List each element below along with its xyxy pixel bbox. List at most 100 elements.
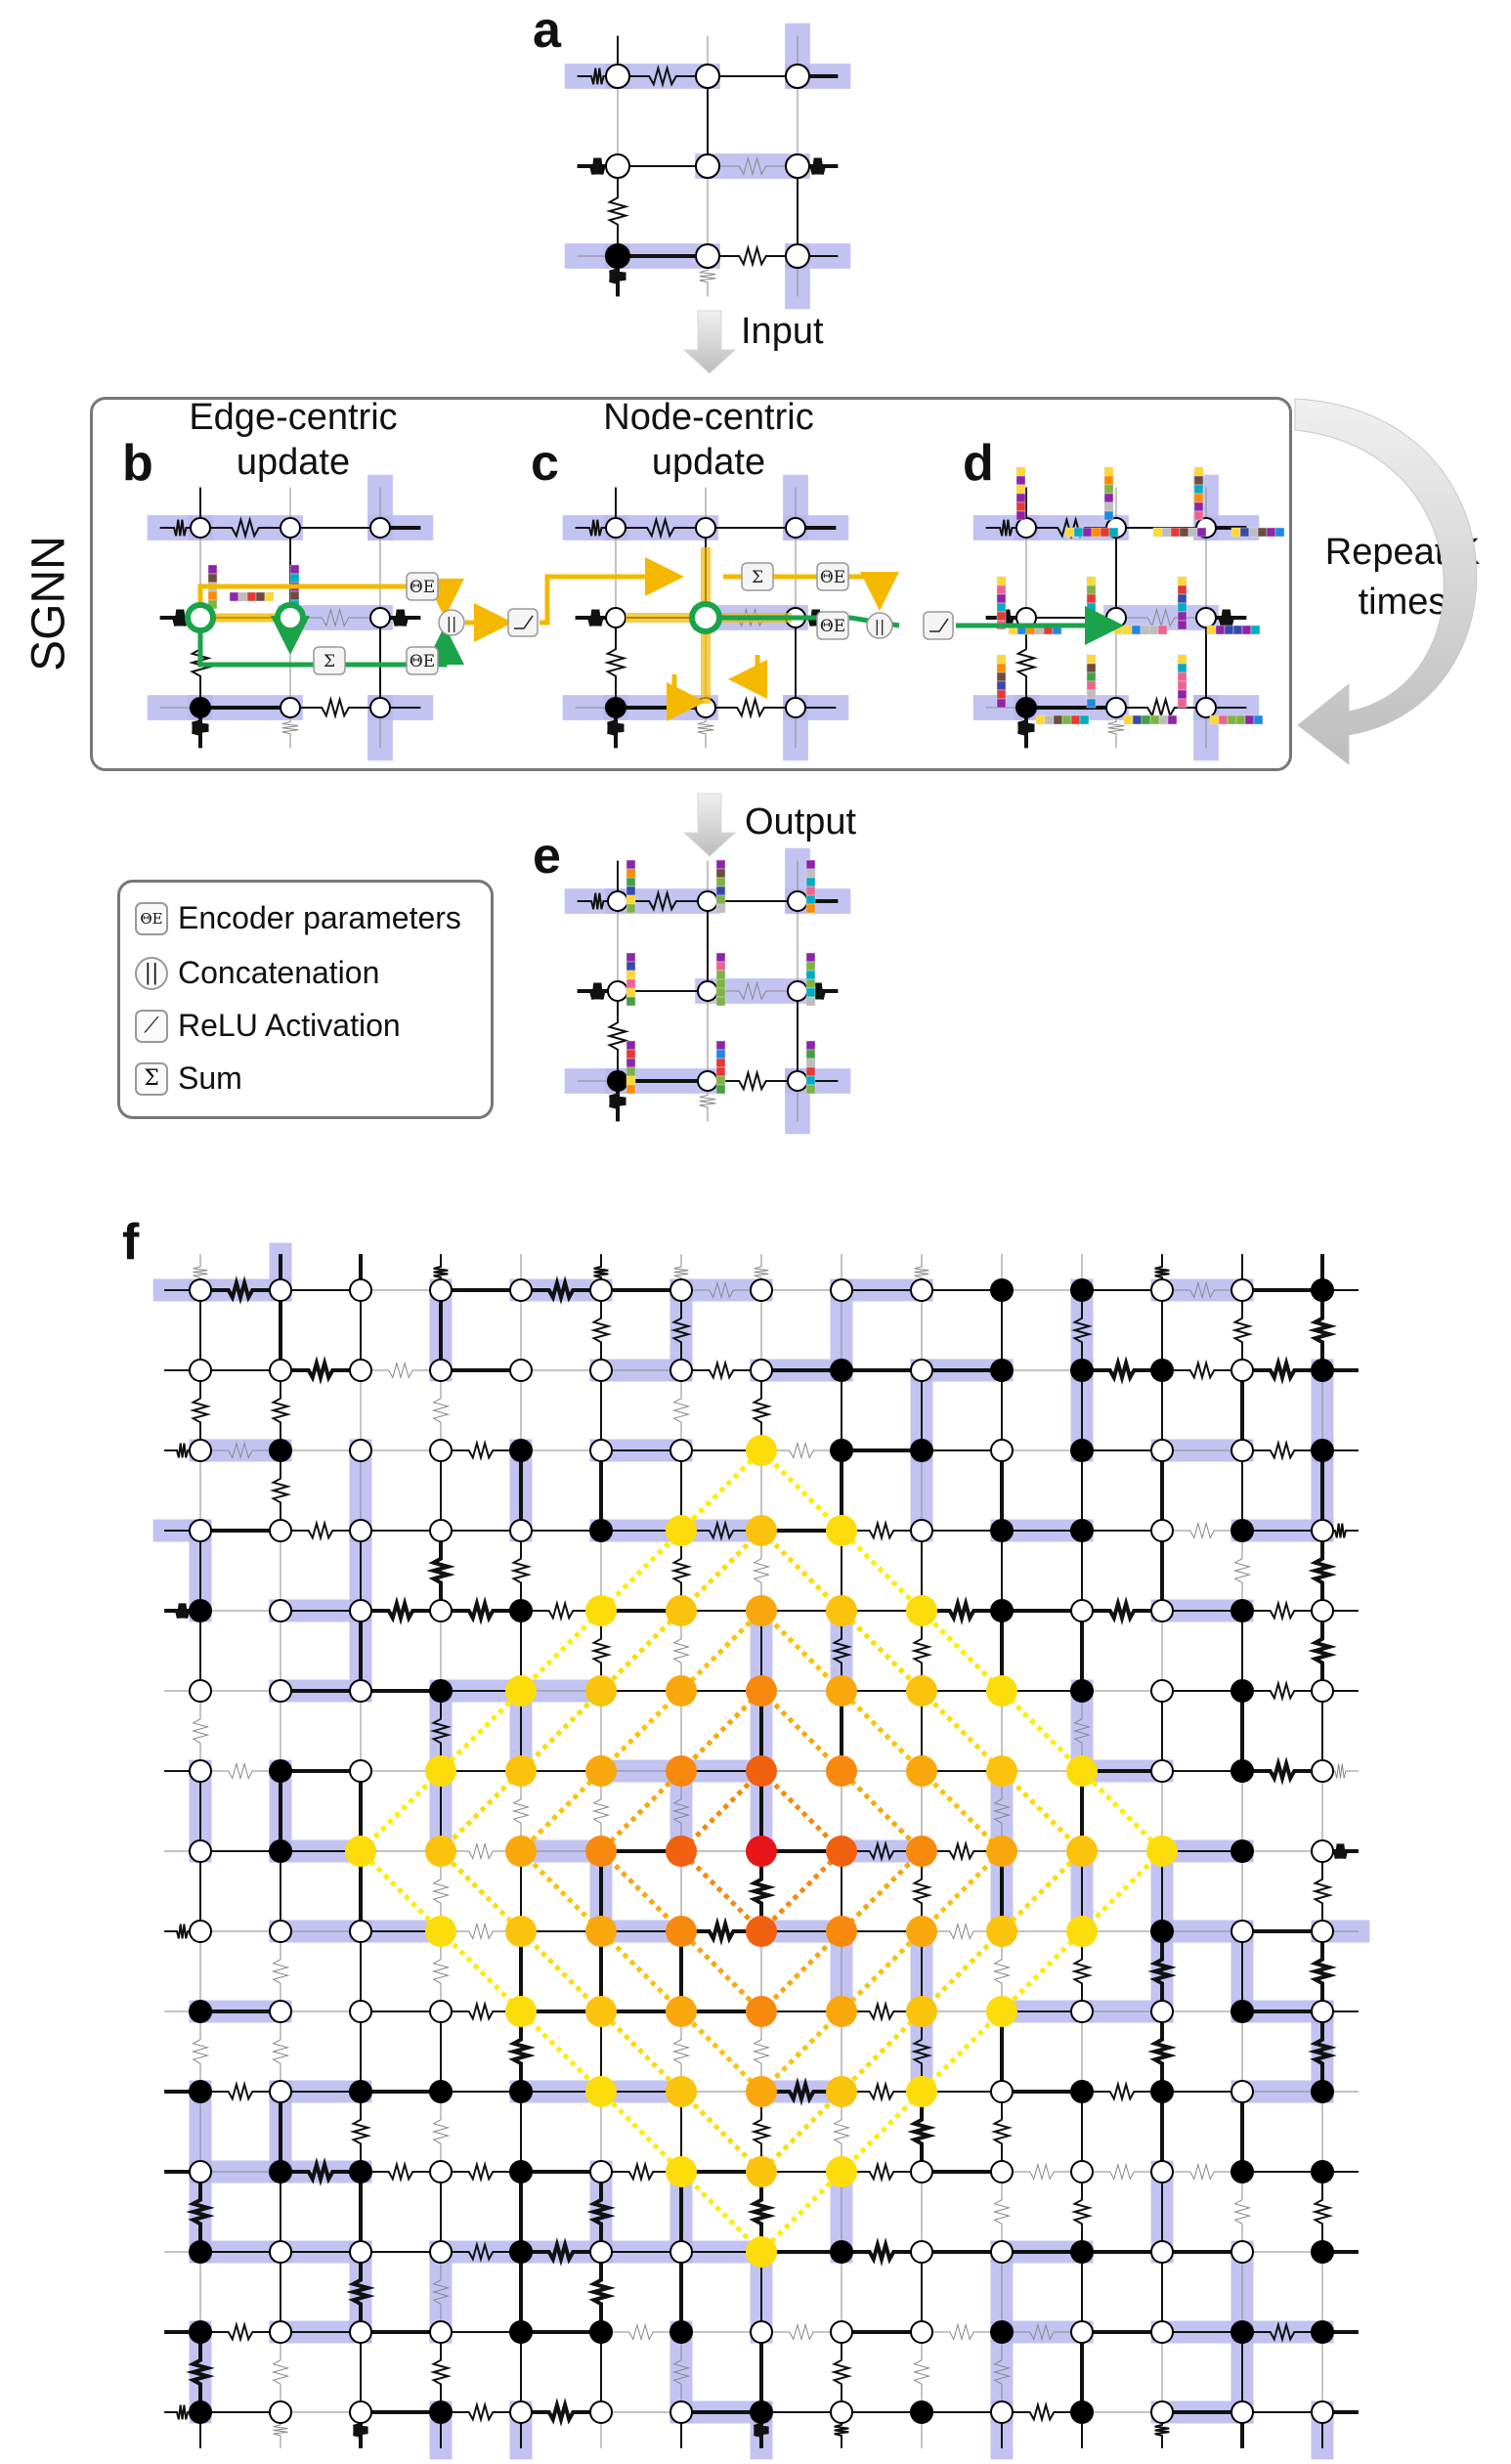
coupling-edge-zigzag (1242, 1599, 1322, 1622)
panel-f-spin-node (429, 2240, 453, 2264)
feature-cell (1086, 689, 1097, 700)
feature-cell (1177, 576, 1187, 586)
panel-f-spin-node (1311, 1679, 1334, 1703)
coupling-edge-zigzag (361, 2160, 441, 2183)
panel-f-spin-node (1150, 1920, 1174, 1943)
feature-cell (1224, 625, 1234, 635)
panel-f-spin-node (269, 1759, 292, 1783)
feature-cell (805, 903, 816, 914)
receptive-field-node (986, 1755, 1017, 1787)
coupling-edge-zigzag (985, 519, 1026, 537)
receptive-field-node (666, 1836, 697, 1867)
panel-f-spin-node (269, 2160, 292, 2183)
panel-f-spin-node (1311, 2160, 1334, 2183)
coupling-edge-zigzag (1082, 2162, 1162, 2182)
coupling-edge-zigzag (754, 2412, 769, 2448)
receptive-field-node (906, 1675, 937, 1707)
sum-operator (741, 562, 774, 591)
coupling-edge-zigzag (426, 1531, 455, 1611)
feature-cell (805, 1075, 816, 1086)
feature-cell (1086, 671, 1097, 682)
feature-cell (996, 593, 1007, 604)
coupling-edge-zigzag (441, 2000, 521, 2023)
panel-f-spin-node (349, 1439, 372, 1462)
theta-operator-symbol: ΘE (820, 568, 845, 587)
panel-f-spin-node (1230, 1839, 1254, 1863)
coupling-edge-zigzag (164, 1443, 200, 1458)
panel-c-spin-node (605, 697, 626, 718)
feature-cell (207, 564, 218, 575)
coupling-edge-zigzag (669, 1290, 693, 1370)
receptive-field-node (986, 1996, 1017, 2027)
coupling-edge-zigzag (361, 1361, 441, 1380)
coupling-edge-zigzag (1308, 2011, 1337, 2092)
receptive-field-node (666, 1755, 697, 1787)
receptive-field-node (746, 1836, 777, 1867)
coupling-edge-zigzag (922, 1839, 1002, 1863)
feature-cell (805, 886, 816, 896)
panel-label-e: e (533, 828, 561, 885)
panel-f-spin-node (1070, 1679, 1094, 1703)
feature-cell (1086, 698, 1097, 709)
panel-f-spin-node (509, 2320, 533, 2344)
panel-f-spin-node (990, 1519, 1014, 1542)
panel-f-spin-node (269, 1679, 292, 1703)
panel-f-spin-node (189, 2080, 212, 2103)
coupling-edge-zigzag (431, 2252, 451, 2332)
feature-cell (805, 1049, 816, 1059)
feature-cell (626, 877, 636, 887)
panel-f-spin-node (1150, 1759, 1174, 1783)
coupling-edge-zigzag (1242, 1679, 1322, 1703)
panel-b-spin-node (369, 697, 391, 718)
coupling-edge-zigzag (834, 2412, 849, 2448)
coupling-edge-zigzag (290, 695, 380, 720)
feature-cell (1193, 501, 1204, 512)
coupling-edge-zigzag (593, 1254, 609, 1290)
panel-f-spin-node (1230, 2160, 1254, 2183)
feature-cell (1086, 611, 1097, 622)
feature-cell (1177, 602, 1187, 613)
panel-f-spin-node (429, 2000, 453, 2023)
coupling-edge-zigzag (164, 2404, 200, 2420)
output-arrow-icon (682, 793, 737, 857)
receptive-field-node (505, 1916, 537, 1947)
panel-f-spin-node (990, 1599, 1014, 1622)
coupling-edge-zigzag (922, 2322, 1002, 2342)
panel-f-spin-node (830, 2320, 853, 2344)
feature-cell (1123, 714, 1134, 725)
panel-f-spin-node (990, 1439, 1014, 1462)
coupling-edge-zigzag (697, 708, 714, 749)
feature-cell (1227, 714, 1237, 725)
sum-operator (313, 646, 346, 675)
receptive-field-node (826, 1916, 857, 1947)
panel-f-spin-node (349, 2080, 372, 2103)
coupling-edge-zigzag (681, 1280, 761, 1300)
panel-f-spin-node (830, 1278, 853, 1302)
coupling-edge-zigzag (605, 166, 630, 256)
coupling-edge-zigzag (1162, 1359, 1242, 1382)
coupling-edge-zigzag (603, 618, 628, 708)
receptive-field-node (425, 1836, 456, 1867)
feature-cell (255, 591, 266, 602)
coupling-edge-zigzag (200, 515, 290, 540)
feature-cell (1113, 625, 1124, 635)
panel-f-spin-node (429, 1679, 453, 1703)
coupling-edge-zigzag (832, 2092, 851, 2172)
panel-f-spin-node (1230, 1920, 1254, 1943)
coupling-edge-zigzag (189, 1370, 212, 1450)
coupling-edge-zigzag (671, 1370, 691, 1450)
feature-cell (1152, 527, 1163, 538)
coupling-edge-zigzag (754, 1254, 769, 1290)
coupling-edge-zigzag (842, 1519, 922, 1542)
panel-f-spin-node (269, 1439, 292, 1462)
receptive-field-node (585, 1755, 617, 1787)
feature-cell (207, 590, 218, 601)
feature-cell (1103, 475, 1114, 486)
panel-f-spin-node (269, 2400, 292, 2424)
panel-f-spin-node (349, 2240, 372, 2264)
panel-f-spin-node (1311, 2320, 1334, 2344)
coupling-edge-zigzag (1070, 1290, 1094, 1370)
panel-f-spin-node (750, 1278, 773, 1302)
feature-cell (1193, 475, 1204, 486)
panel-c-spin-node (605, 607, 626, 628)
